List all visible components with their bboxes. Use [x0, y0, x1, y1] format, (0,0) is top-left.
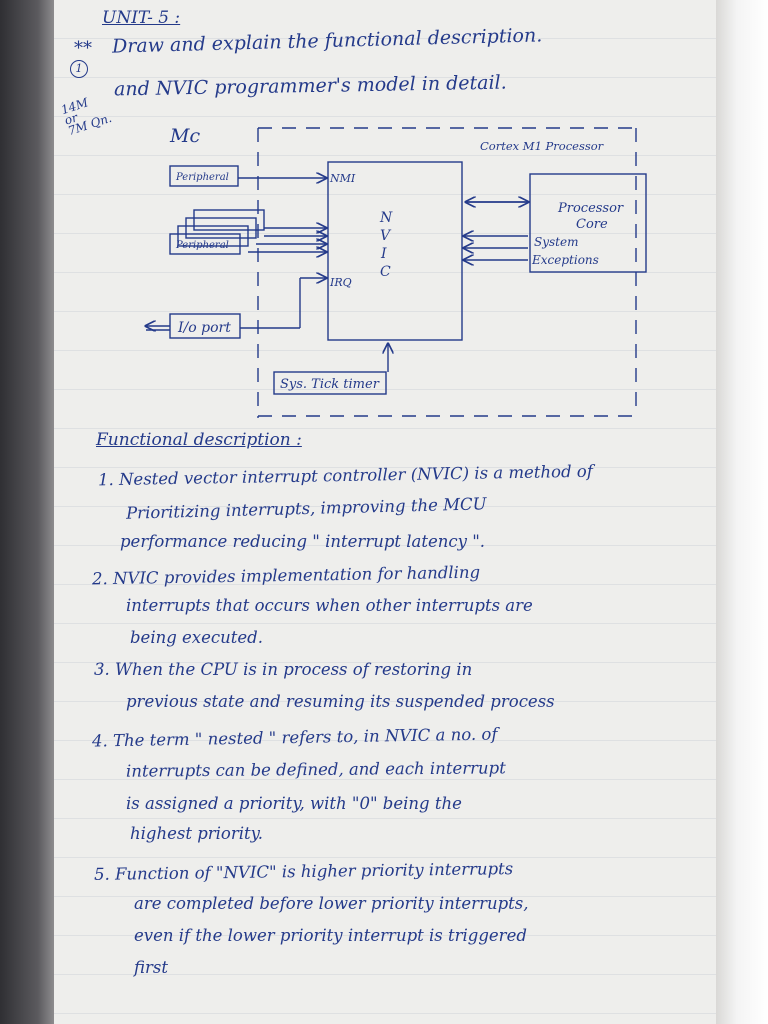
core-label-core: Core [576, 217, 608, 232]
text-line: being executed. [130, 628, 263, 647]
question-line-2: and NVIC programmer's model in detail. [113, 71, 507, 101]
functional-description-heading: Functional description : [96, 430, 302, 450]
desk-background-left [0, 0, 54, 1024]
important-star-mark: ** [74, 38, 92, 59]
text-line: Prioritizing interrupts, improving the M… [125, 494, 487, 523]
question-line-1: Draw and explain the functional descript… [111, 24, 543, 58]
peripheral-top-box [169, 165, 239, 187]
peripheral-stack-box [169, 233, 241, 255]
desk-background-right [716, 0, 768, 1024]
text-line: previous state and resuming its suspende… [126, 692, 555, 711]
nvic-letter-v: V [380, 228, 392, 244]
text-line: 2. NVIC provides implementation for hand… [91, 562, 481, 589]
nvic-box [327, 161, 463, 341]
irq-label: IRQ [329, 276, 352, 289]
text-line: even if the lower priority interrupt is … [134, 926, 527, 945]
system-label: System [534, 235, 578, 249]
marks-note: 14M or 7M Qn. [59, 95, 114, 139]
text-line: first [134, 958, 168, 977]
text-line: highest priority. [130, 824, 264, 843]
notebook-page: UNIT- 5 : ** 1 Draw and explain the func… [54, 0, 716, 1024]
text-line: interrupts can be defined, and each inte… [125, 758, 506, 781]
processor-core-box [529, 173, 647, 273]
exceptions-label: Exceptions [531, 253, 599, 267]
peripheral-mid-label: Peripheral [175, 240, 229, 251]
text-line: 1. Nested vector interrupt controller (N… [97, 461, 594, 490]
peripheral-top-label: Peripheral [175, 172, 229, 183]
text-line: 3. When the CPU is in process of restori… [94, 660, 473, 679]
text-line: performance reducing " interrupt latency… [120, 532, 486, 551]
unit-heading: UNIT- 5 : [102, 8, 181, 28]
text-line: are completed before lower priority inte… [134, 894, 529, 913]
nvic-letter-n: N [379, 210, 393, 226]
question-number: 1 [70, 60, 88, 78]
io-port-label: I/o port [177, 320, 231, 336]
core-label-processor: Processor [557, 201, 624, 216]
systick-label: Sys. Tick timer [280, 377, 380, 392]
nvic-letter-c: C [380, 264, 391, 280]
text-line: is assigned a priority, with "0" being t… [126, 794, 462, 813]
text-line: interrupts that occurs when other interr… [126, 596, 533, 615]
nmi-label: NMI [329, 172, 356, 185]
processor-label: Cortex M1 Processor [480, 139, 605, 153]
text-line: 5. Function of "NVIC" is higher priority… [93, 859, 514, 884]
systick-box [273, 371, 387, 395]
mc-label: Mc [169, 125, 200, 147]
nvic-letter-i: I [380, 246, 387, 262]
text-line: 4. The term " nested " refers to, in NVI… [91, 724, 498, 751]
nvic-block-diagram: Mc Cortex M1 Processor Peripheral Periph… [140, 125, 647, 418]
